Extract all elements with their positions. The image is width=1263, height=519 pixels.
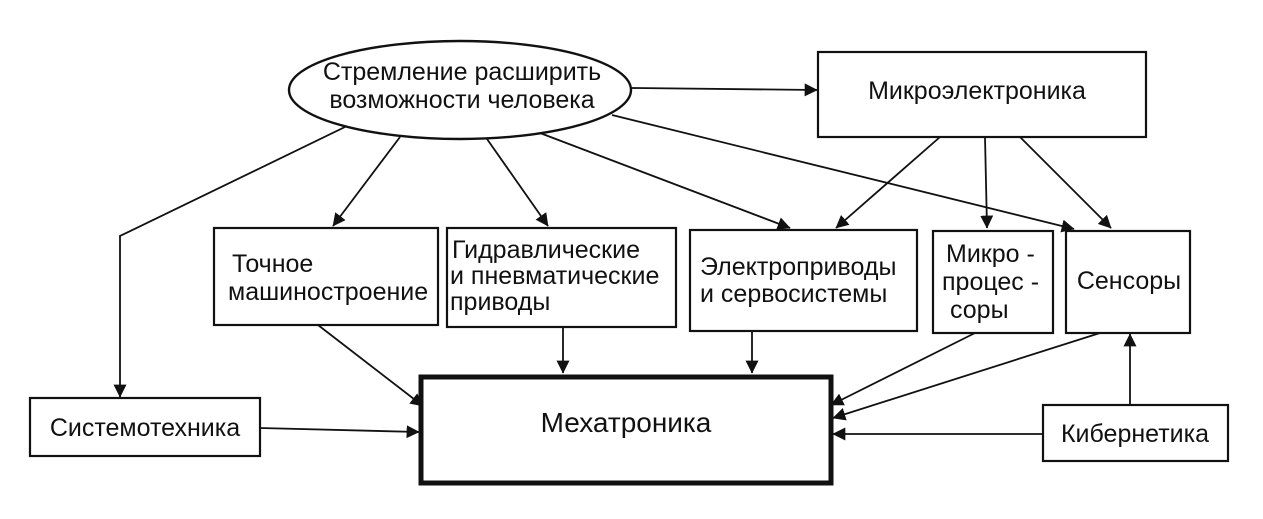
edge-microproc-to-mechatronics: [830, 332, 976, 406]
sensors-node: Сенсоры: [1064, 229, 1192, 335]
edge-goal-to-hydraulic: [486, 138, 549, 227]
edges: [113, 83, 1137, 441]
precision-line-1: Точное: [232, 250, 313, 278]
electric-line-1: Электроприводы: [700, 253, 896, 281]
hydraulic-line-2: и пневматические: [450, 262, 659, 290]
cybernetics-node: Кибернетика: [1041, 403, 1230, 463]
cybernetics-box: [1041, 403, 1230, 463]
precision-line-2: машиностроение: [228, 278, 428, 306]
electric-line-2: и сервосистемы: [700, 280, 887, 308]
goal-ellipse: [287, 39, 633, 141]
sensors-label: Сенсоры: [1077, 267, 1181, 295]
mechatronics-label: Мехатроника: [541, 407, 712, 438]
systems-box: [28, 396, 262, 458]
systems-node: Системотехника: [28, 396, 262, 458]
edge-microelectronics-to-electric: [835, 136, 941, 229]
systems-label: Системотехника: [50, 414, 240, 442]
microproc-node: Микро - процес - соры: [931, 229, 1055, 335]
microproc-line-1: Микро -: [946, 240, 1035, 268]
microelectronics-node: Микроэлектроника: [816, 50, 1148, 139]
edge-precision-to-mechatronics: [317, 324, 424, 407]
microelectronics-box: [816, 50, 1148, 139]
microelectronics-label: Микроэлектроника: [868, 77, 1086, 105]
precision-box: [212, 226, 440, 327]
hydraulic-line-1: Гидравлические: [452, 236, 640, 264]
edge-goal-to-electric: [539, 132, 791, 230]
edge-microelectronics-to-sensors: [1019, 136, 1112, 229]
goal-line-2: возможности человека: [329, 86, 594, 114]
electric-box: [688, 228, 919, 333]
microproc-line-2: процес -: [942, 268, 1039, 296]
edge-goal-to-sensors: [611, 114, 1075, 233]
edge-goal-to-microelectronics: [631, 83, 818, 97]
electric-node: Электроприводы и сервосистемы: [688, 228, 919, 333]
hydraulic-box: [445, 226, 678, 329]
goal-node: Стремление расширить возможности человек…: [287, 39, 633, 141]
edge-goal-to-systems: [113, 126, 346, 398]
edge-sensors-to-mechatronics: [832, 332, 1101, 421]
hydraulic-line-3: приводы: [450, 288, 550, 316]
edge-microelectronics-to-microproc: [980, 136, 994, 229]
hydraulic-node: Гидравлические и пневматические приводы: [445, 226, 678, 329]
precision-node: Точное машиностроение: [212, 226, 440, 327]
edge-goal-to-precision: [332, 136, 401, 227]
microproc-line-3: соры: [950, 296, 1009, 324]
microproc-box: [931, 229, 1055, 335]
sensors-box: [1064, 229, 1192, 335]
goal-line-1: Стремление расширить: [323, 58, 601, 86]
mechatronics-node: Мехатроника: [418, 374, 834, 486]
mechatronics-box: [418, 374, 834, 486]
edge-systems-to-mechatronics: [259, 425, 420, 439]
cybernetics-label: Кибернетика: [1061, 420, 1209, 448]
